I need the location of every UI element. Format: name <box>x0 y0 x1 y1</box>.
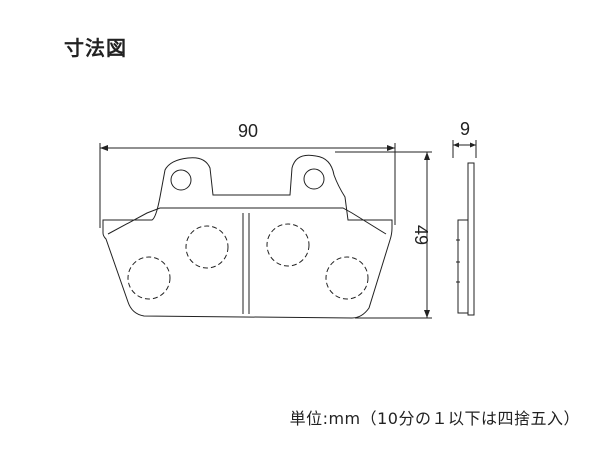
height-arrow-bottom <box>424 310 430 318</box>
unit-note: 単位:mm（10分の１以下は四捨五入） <box>289 409 580 428</box>
page-title: 寸法図 <box>64 36 127 60</box>
side-view-pad <box>457 219 469 314</box>
piston-circle-2 <box>127 256 171 300</box>
piston-circle-1 <box>185 225 229 269</box>
piston-circle-4 <box>325 256 369 300</box>
width-dimension-label: 90 <box>238 121 258 141</box>
height-dimension-label: 49 <box>411 225 431 245</box>
friction-material-line <box>107 207 387 235</box>
width-arrow-right <box>387 145 395 151</box>
thickness-dimension-label: 9 <box>460 119 470 139</box>
height-arrow-top <box>424 152 430 160</box>
thickness-arrow-left <box>453 142 459 148</box>
thickness-arrow-right <box>470 142 476 148</box>
mounting-hole-right <box>303 168 325 190</box>
piston-circle-3 <box>266 223 310 267</box>
pad-outline <box>102 154 393 319</box>
mounting-hole-left <box>170 169 192 191</box>
width-arrow-left <box>100 145 108 151</box>
side-view-backplate <box>467 162 475 316</box>
